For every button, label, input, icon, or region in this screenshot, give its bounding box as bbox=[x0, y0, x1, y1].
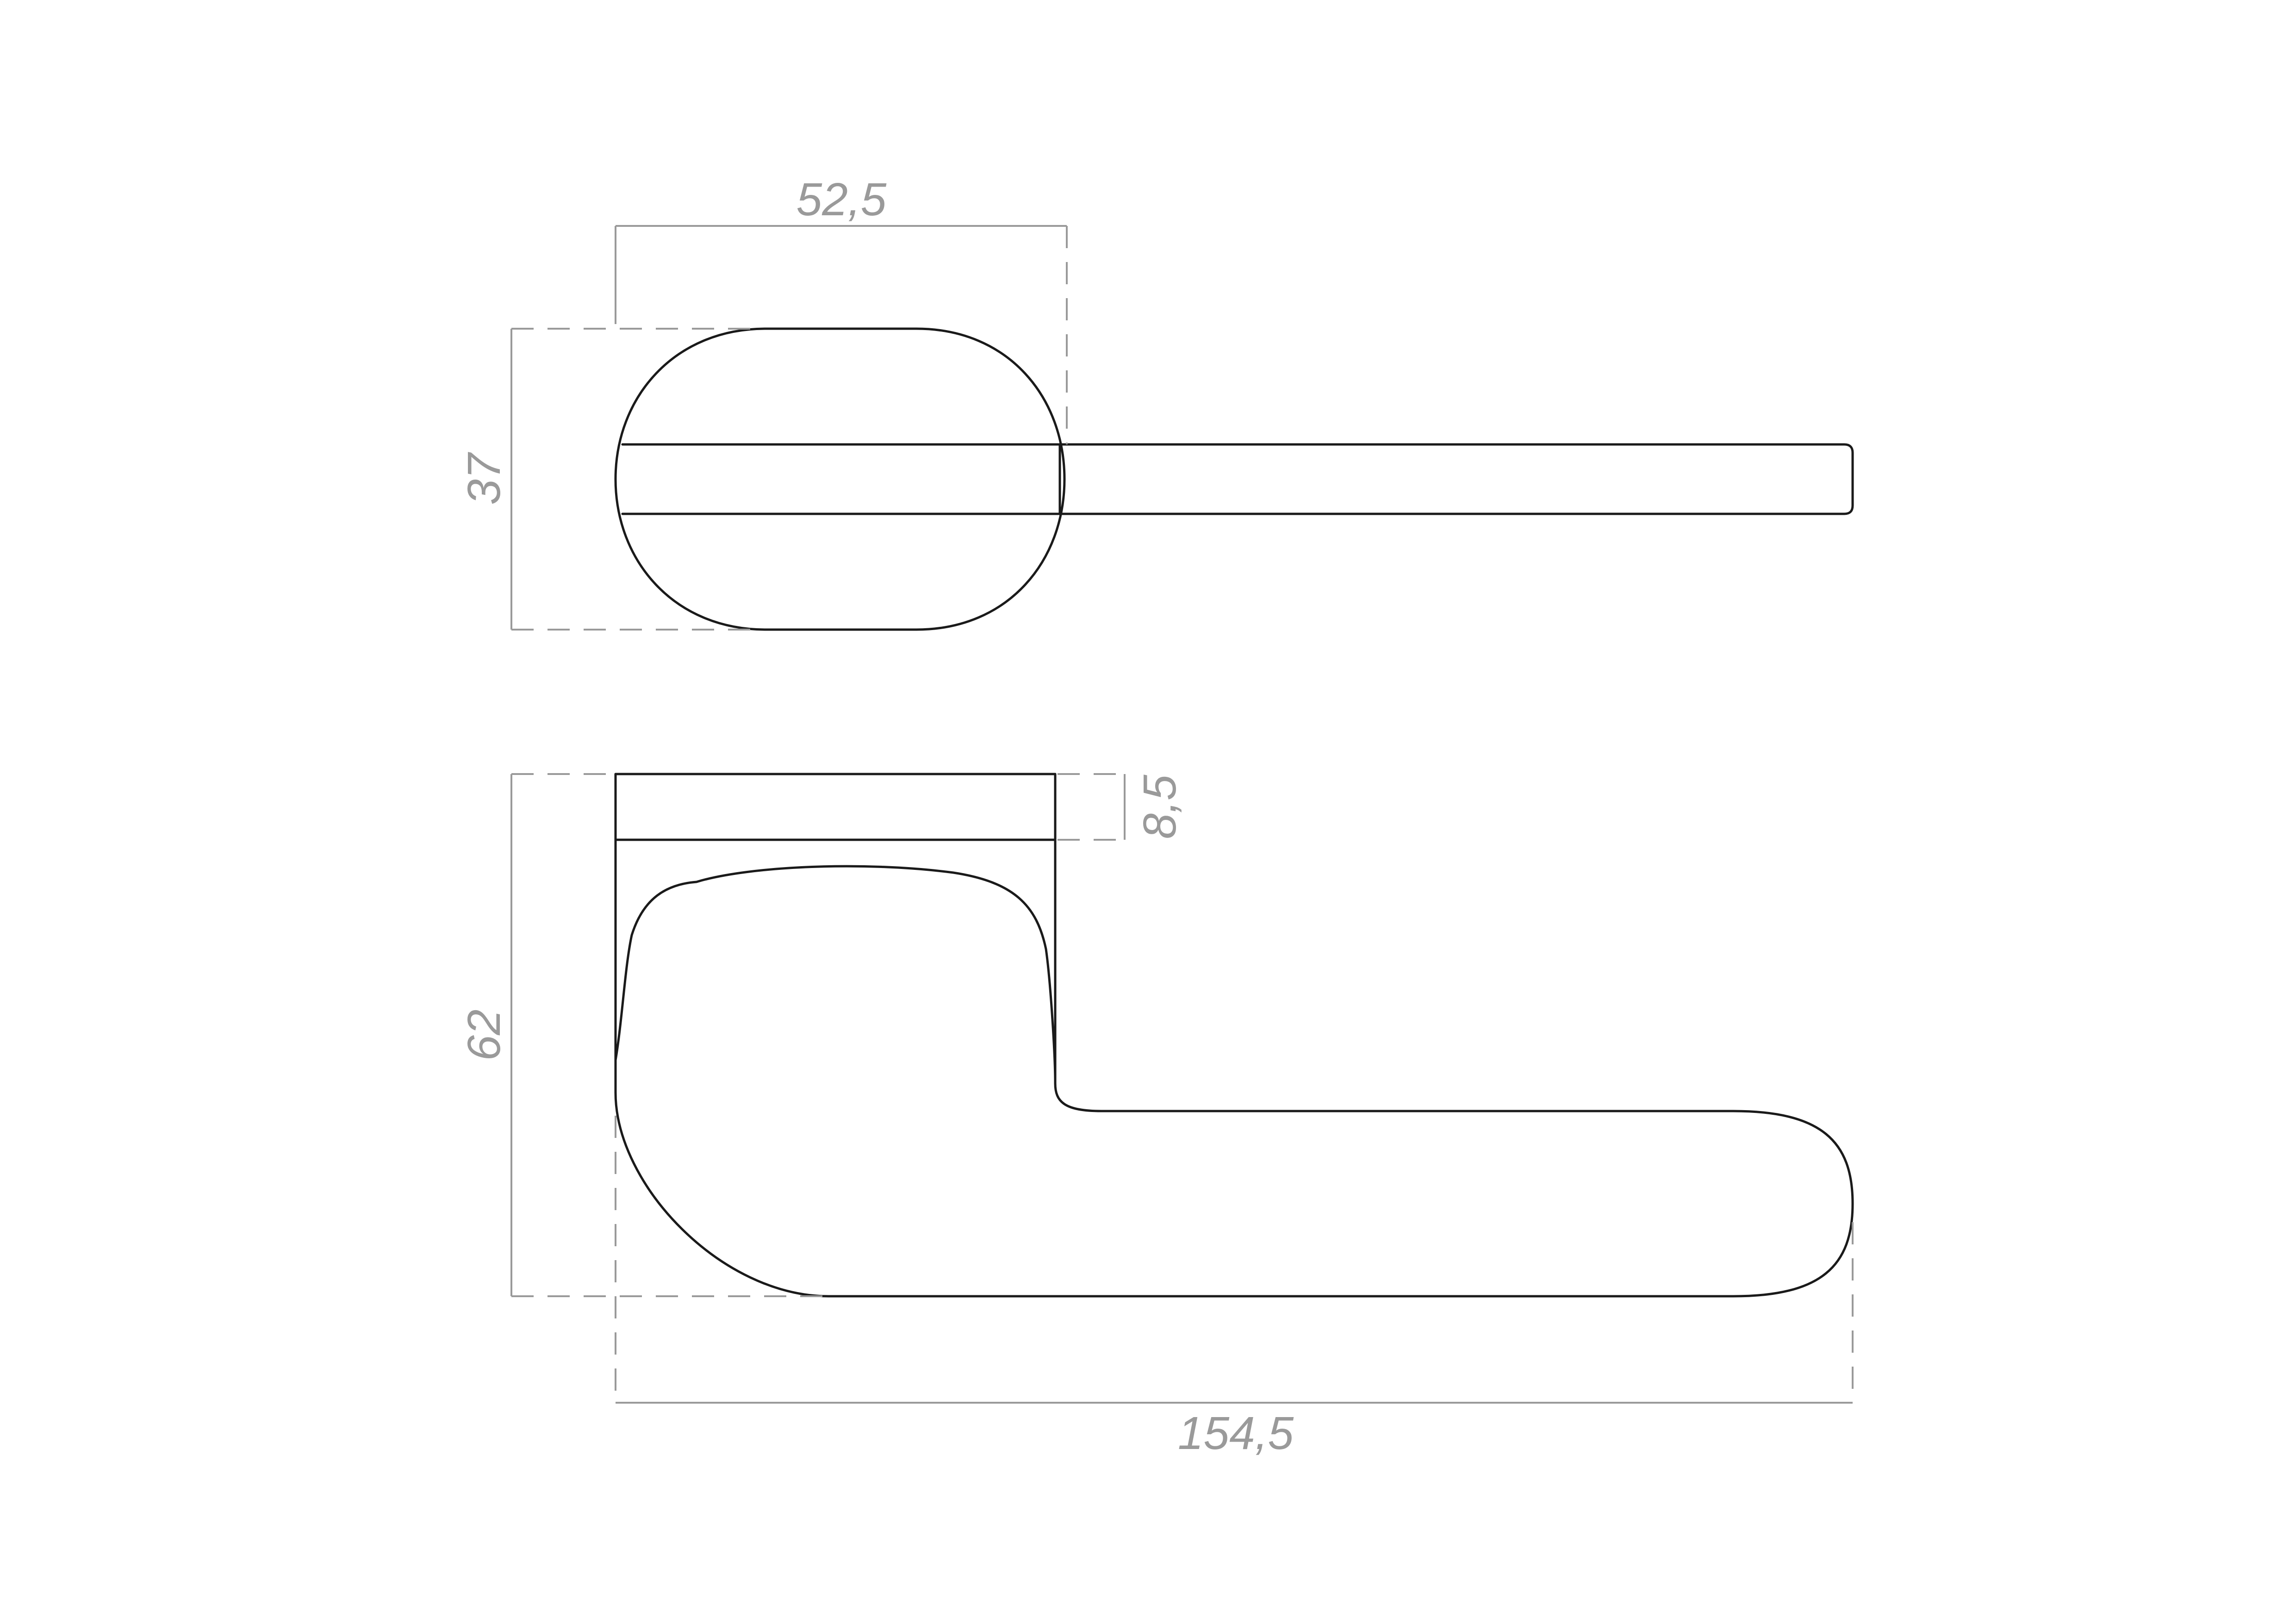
lever-bar-top-view bbox=[621, 443, 1854, 515]
dim-label-handle-length: 154,5 bbox=[1178, 1407, 1294, 1459]
top-view: 52,5 37 bbox=[458, 174, 1854, 631]
dim-label-handle-height: 62 bbox=[458, 1009, 510, 1061]
dim-label-base-thickness: 8,5 bbox=[1134, 775, 1186, 839]
dim-label-rose-width: 52,5 bbox=[796, 174, 887, 225]
dim-label-rose-height: 37 bbox=[458, 452, 510, 505]
rose-outline bbox=[614, 327, 1066, 631]
base-plate bbox=[614, 773, 1057, 841]
handle-outline bbox=[614, 838, 1854, 1298]
side-view: 8,5 62 154,5 bbox=[458, 773, 1854, 1459]
handle-neck-contour bbox=[614, 865, 1057, 1085]
